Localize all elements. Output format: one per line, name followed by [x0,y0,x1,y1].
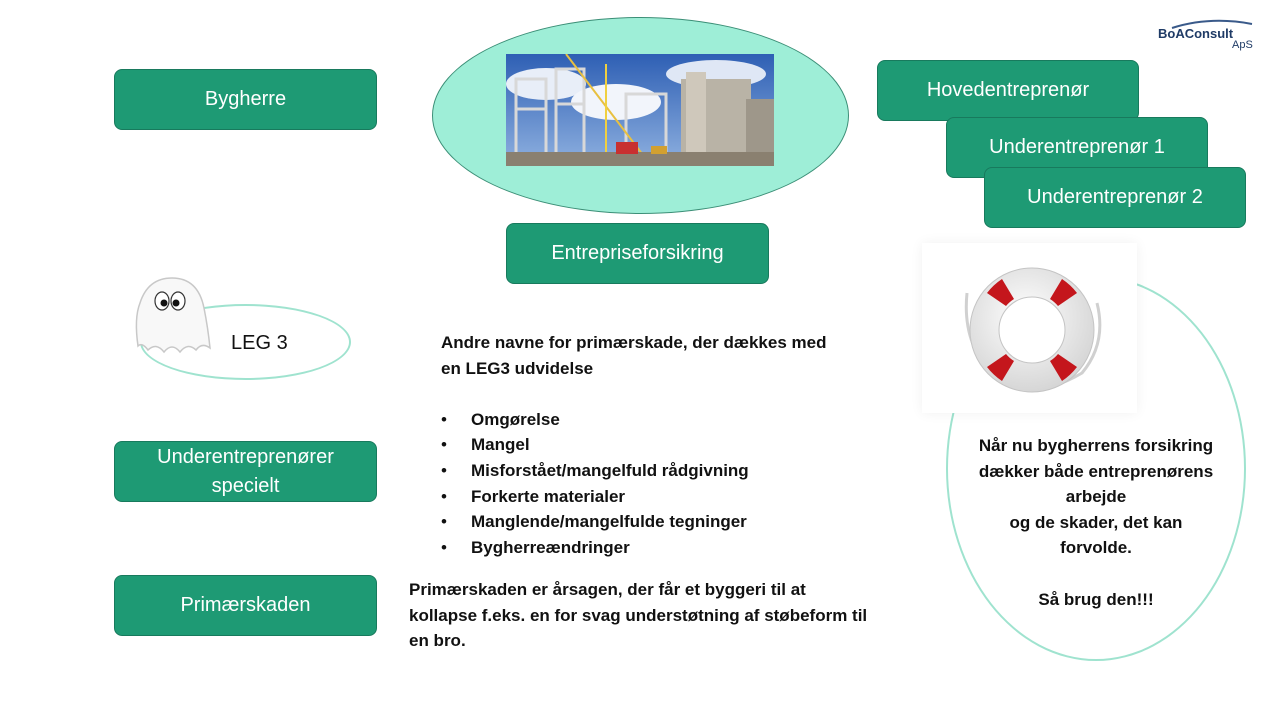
primaer-desc-line1: Primærskaden er årsagen, der får et bygg… [409,580,806,599]
list-item: Mangel [441,432,881,458]
company-logo: BoAConsult ApS [1150,14,1260,54]
primaer-desc-line2: kollapse f.eks. en for svag understøtnin… [409,605,868,625]
callout-line5: forvolde. [1060,538,1132,558]
callout-line3: arbejde [1065,487,1127,507]
hovedentreprenor-box: Hovedentreprenør [877,60,1139,121]
callout-line1: Når nu bygherrens forsikring [978,436,1214,455]
list-item: Bygherreændringer [441,535,881,561]
primaerskaden-description: Primærskaden er årsagen, der får et bygg… [409,577,929,654]
list-item: Manglende/mangelfulde tegninger [441,509,881,535]
callout-line2: dækker både entreprenørens [978,461,1214,481]
underentreprenorer-specielt-box: Underentreprenører specielt [114,441,377,502]
entrepriseforsikring-box: Entrepriseforsikring [506,223,769,284]
logo-arc-icon [1171,19,1253,29]
entrepriseforsikring-label: Entrepriseforsikring [551,242,724,264]
list-item: Omgørelse [441,407,881,433]
underentreprenor-1-label: Underentreprenør 1 [989,136,1165,158]
info-title-line1: Andre navne for primærskade, der dækkes … [441,333,827,352]
underentreprenor-2-box: Underentreprenør 2 [984,167,1246,228]
underentreprenorer-label-line1: Underentreprenører [157,445,334,468]
underentreprenor-2-label: Underentreprenør 2 [1027,186,1203,208]
logo-name: BoAConsult [1158,26,1234,41]
ghost-icon [135,277,211,354]
hovedentreprenor-label: Hovedentreprenør [926,79,1090,101]
leg3-label: LEG 3 [231,332,288,354]
lifebuoy-icon [964,267,1102,393]
info-title-line2: en LEG3 udvidelse [441,358,594,378]
primaerskaden-label: Primærskaden [180,594,311,616]
underentreprenorer-label-line2: specielt [211,474,280,497]
primaer-desc-line3: en bro. [409,631,466,651]
primaerskaden-box: Primærskaden [114,575,377,636]
primaerskade-names-block: Andre navne for primærskade, der dækkes … [441,330,881,560]
logo-sub: ApS [1232,39,1253,51]
callout-line6: Så brug den!!! [1038,589,1154,609]
construction-site-photo [506,54,774,166]
list-item: Misforstået/mangelfuld rådgivning [441,458,881,484]
callout-text: Når nu bygherrens forsikring dækker både… [946,433,1246,612]
callout-line4: og de skader, det kan [1009,512,1183,532]
list-item: Forkerte materialer [441,484,881,510]
info-list: Omgørelse Mangel Misforstået/mangelfuld … [441,407,881,561]
bygherre-box: Bygherre [114,69,377,130]
bygherre-label: Bygherre [204,88,287,110]
